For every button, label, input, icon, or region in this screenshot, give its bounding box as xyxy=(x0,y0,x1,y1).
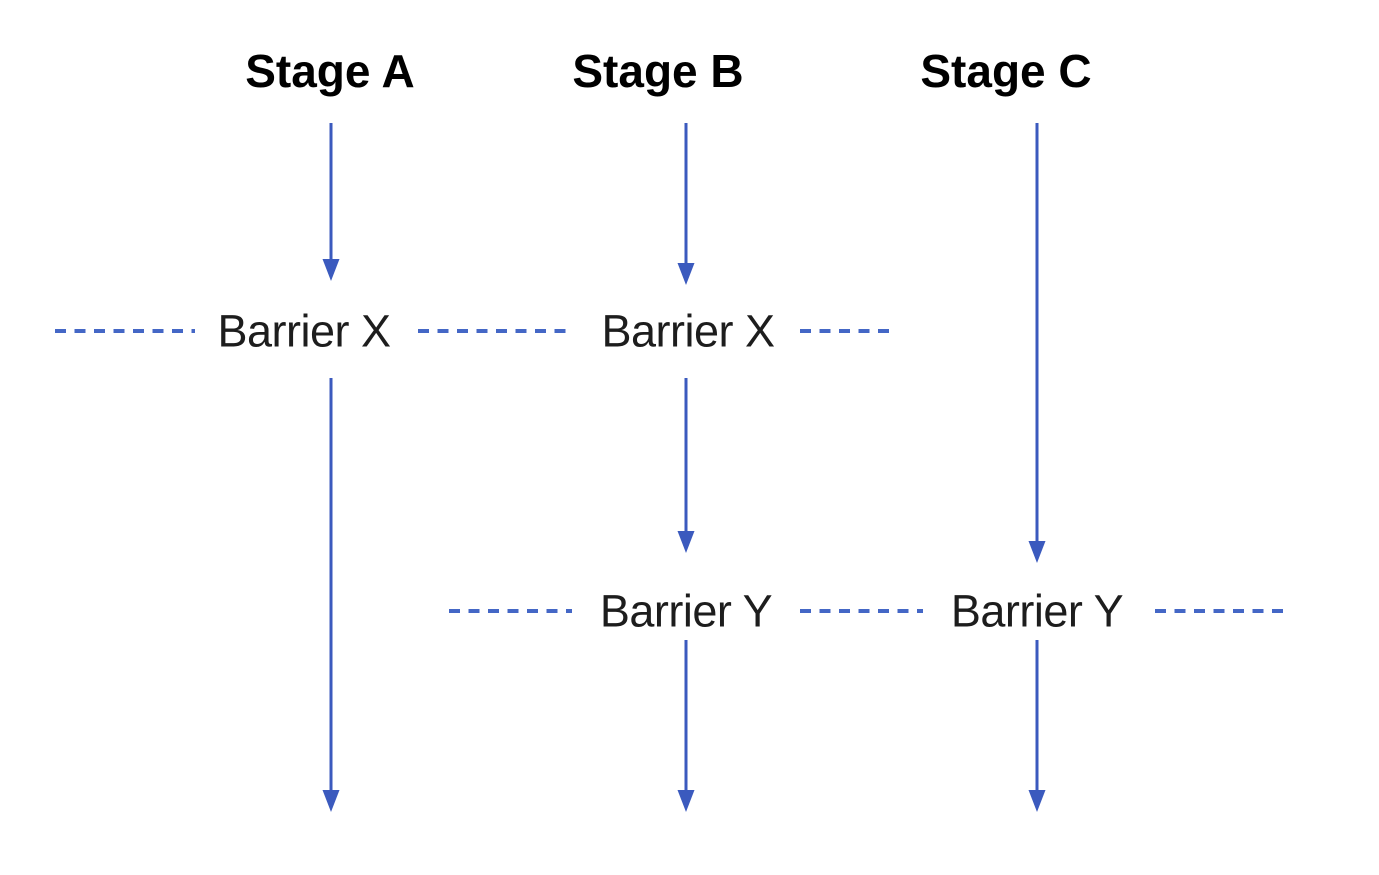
stage-b-flow xyxy=(677,123,695,812)
barrier-x-label-2: Barrier X xyxy=(597,308,779,354)
stage-title-a: Stage A xyxy=(245,45,415,97)
barrier-y-label-1: Barrier Y xyxy=(595,588,777,634)
stage-a-flow xyxy=(322,123,340,812)
down-arrowhead-icon xyxy=(1028,541,1046,563)
down-arrowhead-icon xyxy=(677,790,695,812)
stage-c-flow xyxy=(1028,123,1046,812)
stage-title-b: Stage B xyxy=(572,45,744,97)
barrier-x-label-1: Barrier X xyxy=(213,308,395,354)
down-arrowhead-icon xyxy=(677,531,695,553)
down-arrowhead-icon xyxy=(322,790,340,812)
down-arrowhead-icon xyxy=(677,263,695,285)
down-arrowhead-icon xyxy=(1028,790,1046,812)
stage-title-c: Stage C xyxy=(920,45,1092,97)
down-arrowhead-icon xyxy=(322,259,340,281)
barrier-y-label-2: Barrier Y xyxy=(946,588,1128,634)
